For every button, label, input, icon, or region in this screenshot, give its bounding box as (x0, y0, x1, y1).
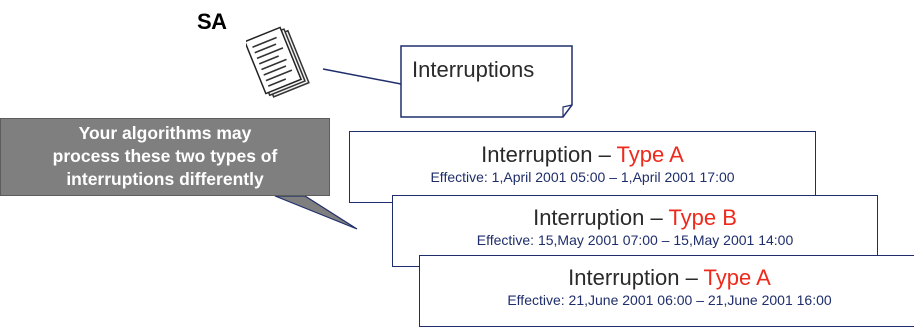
interruption-card-3: Interruption – Type A Effective: 21,June… (419, 255, 914, 327)
interruption-type: Type A (616, 142, 684, 167)
note-pointer-wedge (274, 195, 358, 230)
interruption-dates: Effective: 15,May 2001 07:00 – 15,May 20… (476, 232, 794, 248)
interruption-dates: Effective: 1,April 2001 05:00 – 1,April … (430, 169, 735, 185)
interruption-title: Interruption – Type B (533, 205, 737, 230)
interruption-card-1: Interruption – Type A Effective: 1,April… (349, 131, 816, 203)
algorithm-note: Your algorithms may process these two ty… (0, 118, 330, 196)
interruptions-callout-label: Interruptions (412, 57, 535, 82)
interruption-dates: Effective: 21,June 2001 06:00 – 21,June … (507, 292, 832, 308)
interruption-title: Interruption – Type A (481, 142, 684, 167)
interruption-title: Interruption – Type A (568, 265, 771, 290)
document-to-callout-connector (322, 68, 402, 85)
sa-label: SA (197, 9, 227, 34)
interruption-type: Type A (703, 265, 771, 290)
interruption-type: Type B (668, 205, 737, 230)
document-stack-icon (246, 26, 310, 98)
callout-fold-corner (562, 104, 573, 117)
